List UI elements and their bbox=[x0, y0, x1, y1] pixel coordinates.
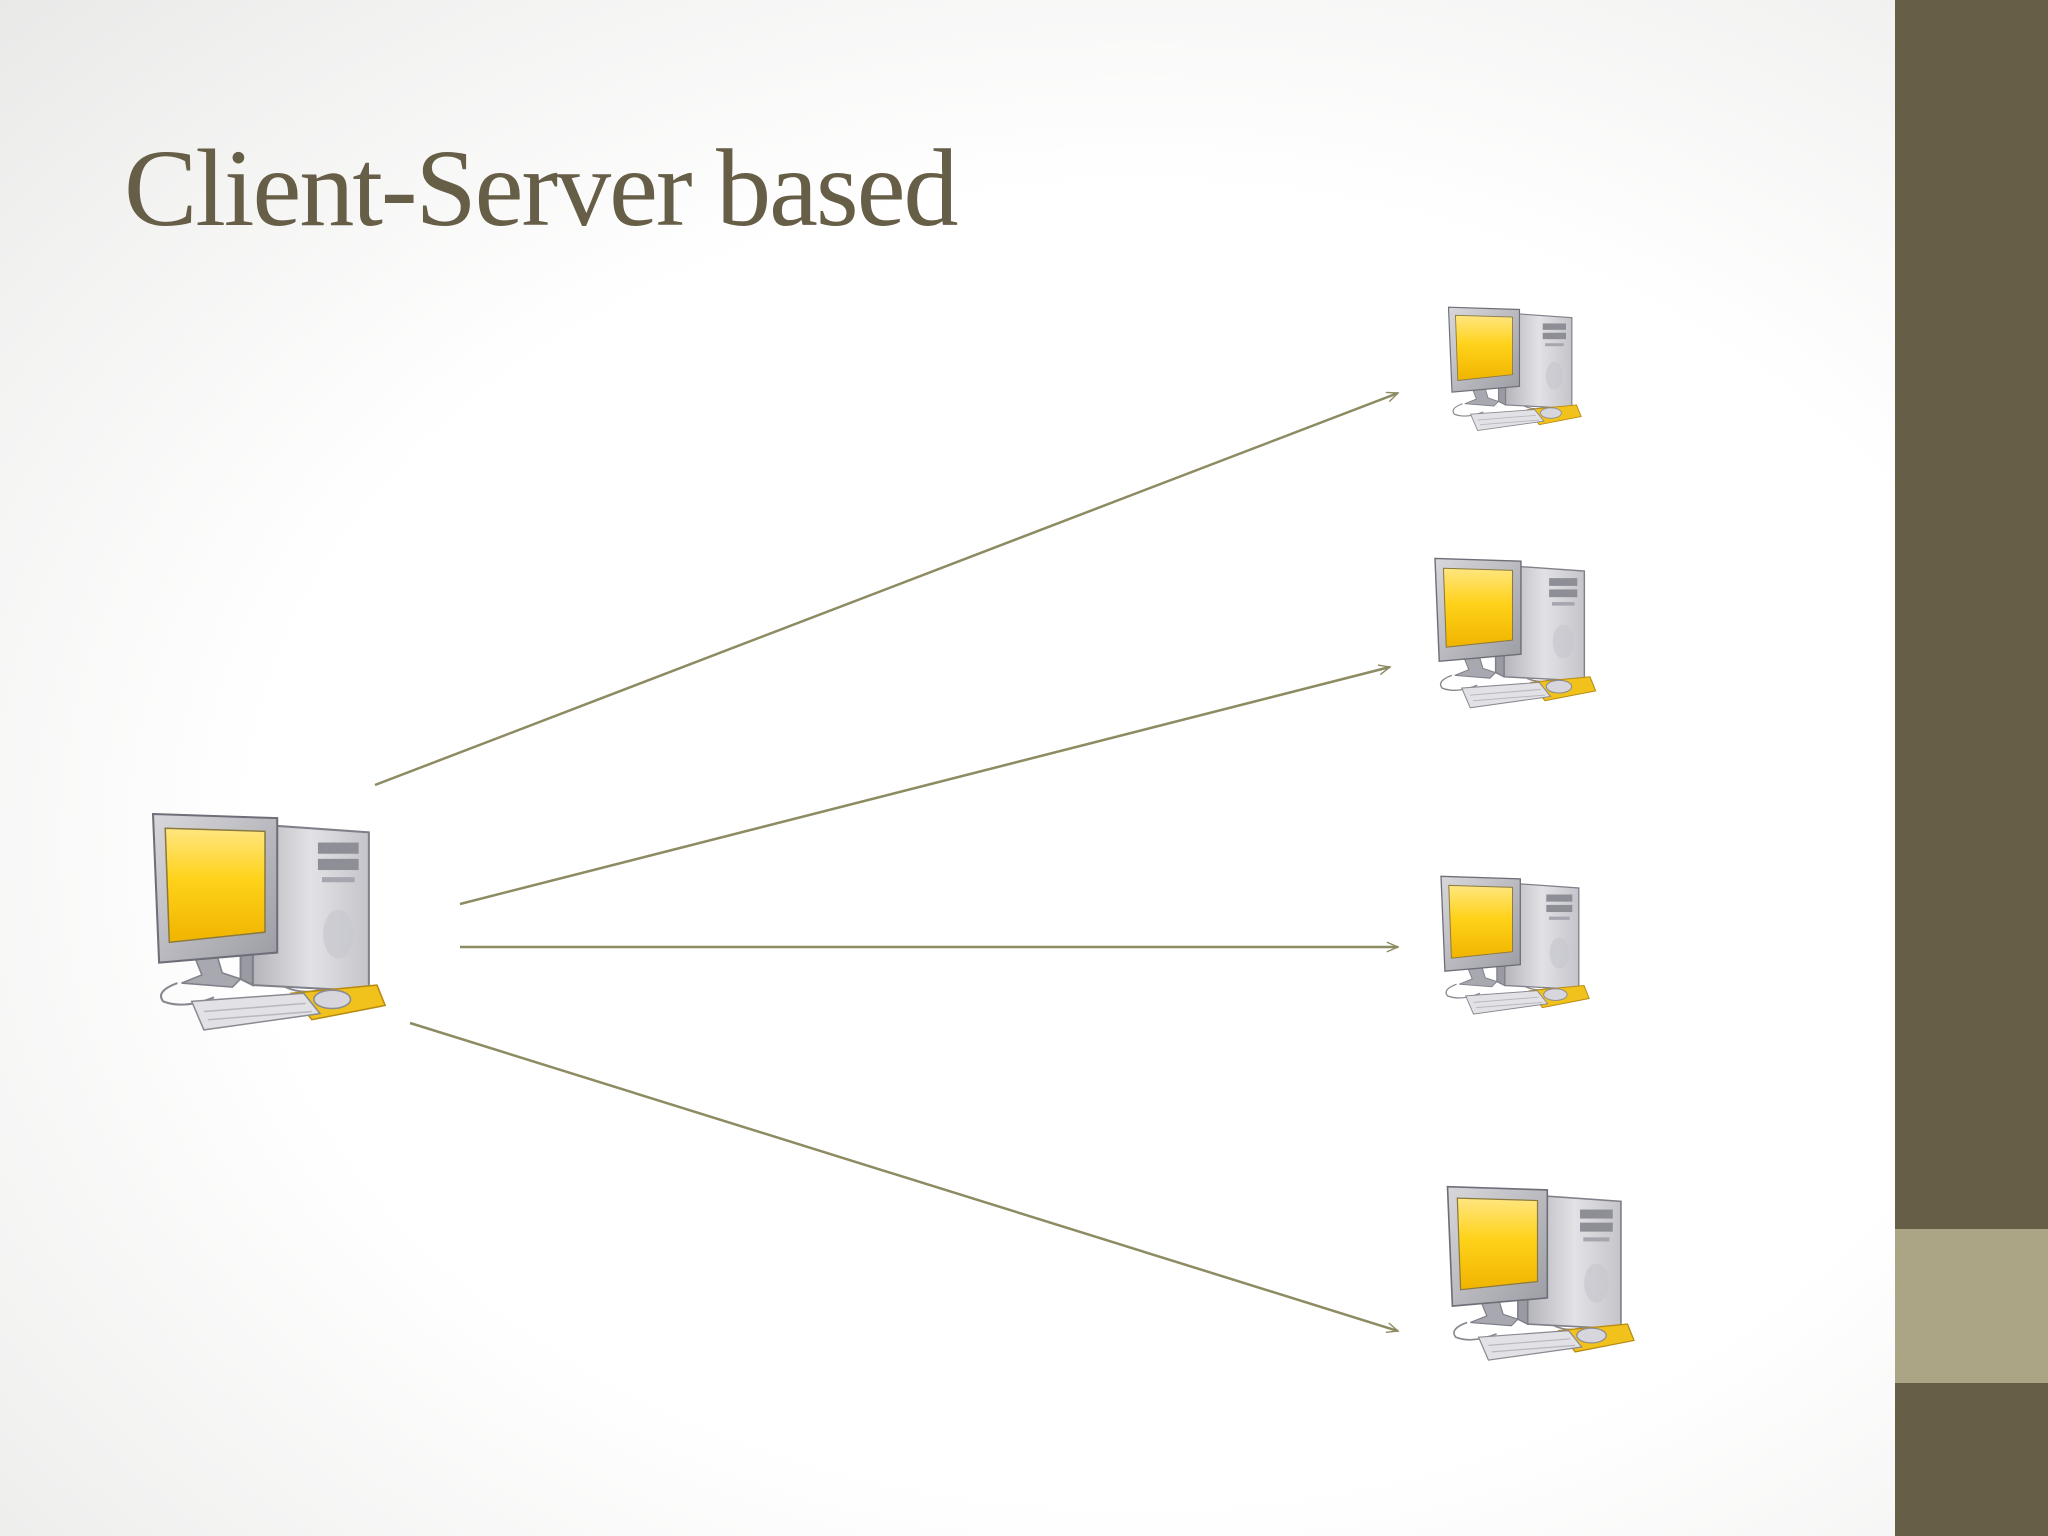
network-diagram bbox=[151, 306, 1636, 1362]
client-4-computer-icon bbox=[1446, 1185, 1636, 1362]
client-3-computer-icon bbox=[1440, 875, 1591, 1015]
slide-canvas: Client-Server based bbox=[0, 0, 1895, 1536]
sidebar-accent-band bbox=[1895, 1229, 2048, 1383]
slide-title: Client-Server based bbox=[124, 127, 959, 249]
client-2-computer-icon bbox=[1434, 557, 1597, 709]
decorative-sidebar bbox=[1895, 0, 2048, 1536]
server-computer-icon bbox=[151, 812, 387, 1032]
client-1-computer-icon bbox=[1447, 306, 1583, 432]
arrow-server-to-client-4 bbox=[409, 1021, 1398, 1331]
arrow-server-to-client-2 bbox=[459, 667, 1390, 906]
arrow-server-to-client-1 bbox=[374, 393, 1398, 787]
